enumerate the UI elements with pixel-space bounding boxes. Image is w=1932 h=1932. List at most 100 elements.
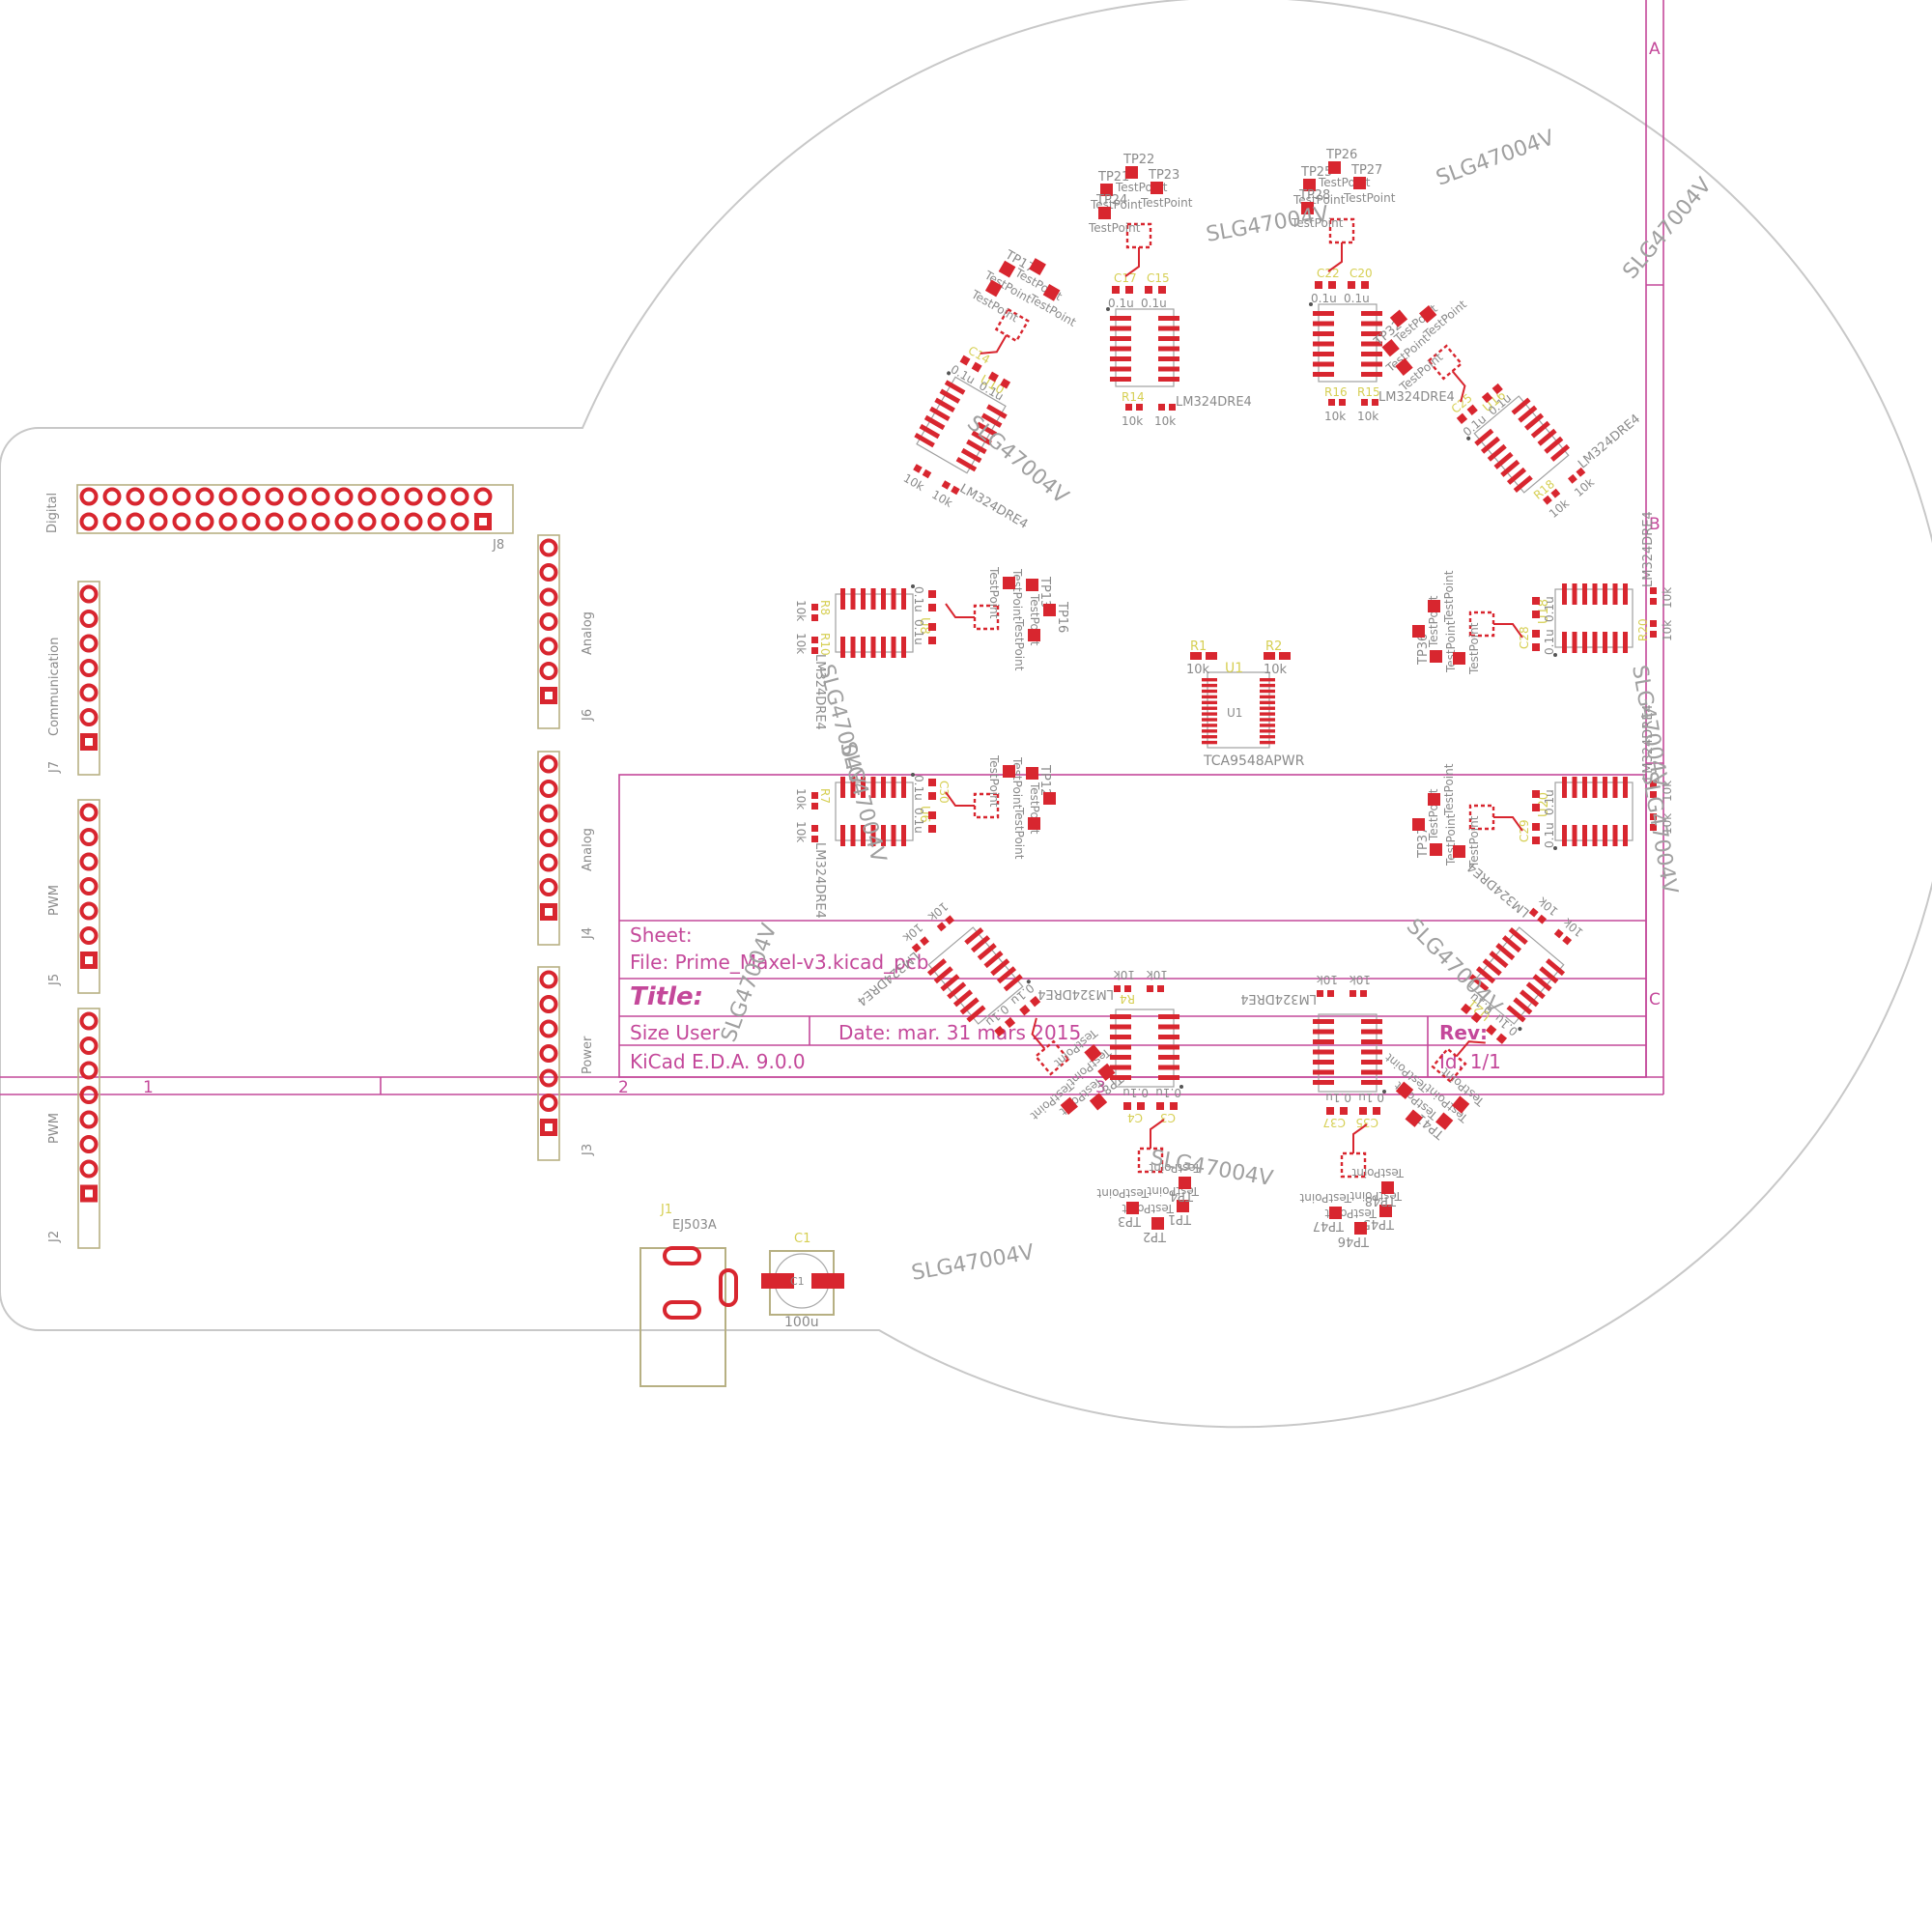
opamp-pad [1158, 326, 1179, 331]
opamp-pad [976, 421, 998, 437]
pin-pad [539, 1094, 558, 1112]
pin-pad [311, 487, 330, 506]
sensor-clusters: LM324DRE40.1uC170.1uC1510kR1410kTestPoin… [717, 126, 1717, 1286]
opamp-pad [1158, 377, 1179, 382]
cap-pad [987, 371, 999, 383]
trace [1493, 623, 1523, 639]
opamp-pad [944, 380, 966, 395]
testpoint-pad [1303, 179, 1316, 191]
res-pad [951, 485, 960, 496]
u1-pad [1202, 718, 1217, 722]
pin-pad [79, 828, 99, 846]
u1-value: TCA9548APWR [1203, 753, 1305, 769]
pin1-dot [1382, 1090, 1386, 1094]
opamp-pad [1110, 1035, 1131, 1039]
u1-pad [1260, 729, 1275, 733]
opamp-pad [1110, 1065, 1131, 1070]
testpoint-value: TestPoint [1149, 1161, 1202, 1175]
opamp-pad [1110, 1044, 1131, 1050]
opamp-pad [1313, 1080, 1334, 1085]
pin-pad [149, 487, 168, 506]
testpoint-pad [1151, 1217, 1164, 1230]
testpoint-ref: TP26 [1325, 148, 1357, 162]
testpoint-pad [1453, 845, 1465, 858]
connector-ref: J8 [492, 538, 504, 553]
res-pad [1650, 587, 1657, 594]
res-pad [1317, 990, 1323, 997]
ic-ref: U18 [1537, 599, 1551, 624]
testpoint-pad [1419, 305, 1437, 324]
file-name: File: Prime_Maxel-v3.kicad_pcb [630, 951, 929, 974]
cap-pad [1156, 1102, 1164, 1110]
testpoint-pad [1060, 1096, 1078, 1115]
pin-pad [427, 487, 446, 506]
testpoint-value: TestPoint [987, 754, 1001, 808]
opamp-pad [1603, 632, 1607, 653]
r2-ref: R2 [1265, 639, 1282, 654]
opamp-pad [1572, 583, 1577, 605]
res-pad [1562, 935, 1573, 946]
res-pad [1553, 928, 1564, 939]
trace [1451, 370, 1466, 403]
res-pad [1328, 399, 1335, 406]
pin-pad [539, 1044, 558, 1063]
opamp-pad [881, 637, 886, 658]
opamp-pad [1572, 825, 1577, 846]
testpoint-pad [1084, 1044, 1102, 1063]
cap-value: 0.1u [1311, 292, 1337, 305]
pin-pad [381, 487, 400, 506]
cap-pad [1532, 630, 1540, 638]
opamp-pad [840, 825, 845, 846]
testpoint-value: TestPoint [1351, 1166, 1405, 1179]
connector-ref: J4 [581, 927, 595, 940]
opamp-pad [934, 397, 955, 412]
opamp-pad [1313, 1029, 1334, 1035]
res-pad [1650, 598, 1657, 605]
u1-pad [1260, 724, 1275, 727]
cap-value: 0.1u [912, 586, 925, 612]
cap-ref: C37 [1322, 1116, 1346, 1129]
cap-pad [1532, 790, 1540, 798]
pin-pad [102, 487, 122, 506]
cap-pad [1532, 804, 1540, 811]
opamp-pad [966, 439, 987, 455]
power-jack-j1: J1 EJ503A [639, 1203, 738, 1387]
testpoint-pad [1028, 629, 1040, 641]
trace [1124, 247, 1140, 277]
cap-pad [1456, 412, 1468, 424]
u1-pad [1260, 678, 1275, 682]
pin-pad [265, 512, 284, 531]
res-pad [1125, 404, 1132, 411]
opamp-pad [1158, 1075, 1179, 1080]
opamp-pad [1158, 1035, 1179, 1039]
testpoint-value: TestPoint [1343, 191, 1396, 205]
trace [945, 603, 975, 618]
sheet-id: Id: 1/1 [1439, 1050, 1501, 1073]
cap-pad [1125, 286, 1133, 294]
opamp-pad [1158, 346, 1179, 352]
pin-pad [450, 512, 469, 531]
u1-pad [1260, 689, 1275, 694]
testpoint-ref: TP45 [1363, 1216, 1395, 1231]
testpoint-value: TestPoint [1467, 622, 1481, 675]
cap-value: 0.1u [1543, 822, 1556, 848]
res-pad [1650, 781, 1657, 787]
pin-pad [79, 708, 99, 726]
opamp-pad [1612, 632, 1618, 653]
testpoint-ref: TP25 [1300, 165, 1332, 180]
opamp-pad [933, 966, 953, 984]
testpoint-ref: TP1 [1168, 1211, 1192, 1226]
opamp-pad [901, 825, 906, 846]
opamp-pad [891, 825, 896, 846]
opamp-pad [1361, 361, 1382, 367]
cap-pad [928, 811, 936, 819]
opamp-pad [1110, 336, 1131, 341]
cap-pad [1470, 1011, 1483, 1024]
opamp-pad [959, 997, 980, 1015]
sensor-value: SLG47004V [717, 921, 781, 1045]
connector-ref: J3 [581, 1144, 595, 1156]
opamp-pad [940, 974, 960, 992]
res-pad [811, 836, 818, 842]
cap-pad [1004, 1016, 1016, 1029]
